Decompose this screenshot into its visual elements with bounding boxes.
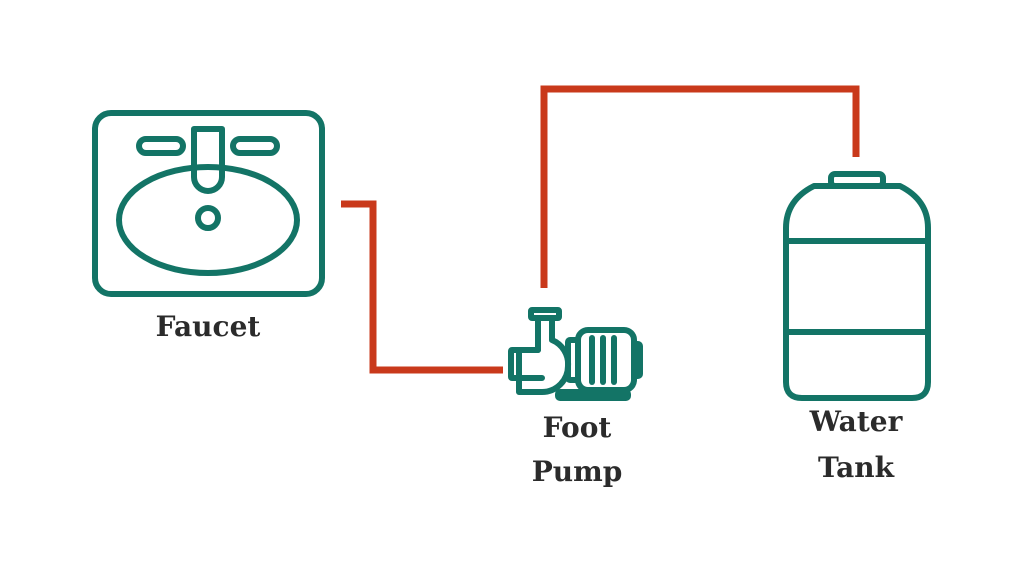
motor-end-cap	[631, 341, 643, 379]
faucet-label: Faucet	[156, 310, 261, 343]
sink-spout	[191, 126, 225, 194]
sink-basin	[116, 164, 300, 276]
pump-label-line1: Foot	[543, 411, 612, 444]
sink-frame	[92, 110, 325, 297]
pipe-pump-to-tank	[540, 85, 860, 288]
pump-volute-body	[516, 315, 545, 381]
sink-drain	[195, 205, 221, 231]
tank-label-line2: Tank	[818, 451, 895, 484]
sink-left-handle	[136, 136, 186, 156]
sink-faucet-icon	[92, 110, 325, 297]
pump-label-line2: Pump	[532, 455, 623, 488]
water-tank-icon	[783, 171, 931, 401]
tank-label-line1: Water	[809, 405, 904, 438]
pipe-faucet-to-pump	[341, 200, 503, 374]
sink-right-handle	[230, 136, 280, 156]
centrifugal-pump-icon	[508, 307, 643, 401]
tank-body	[783, 183, 931, 401]
pump-base	[555, 389, 631, 401]
pipe-network	[341, 85, 860, 374]
